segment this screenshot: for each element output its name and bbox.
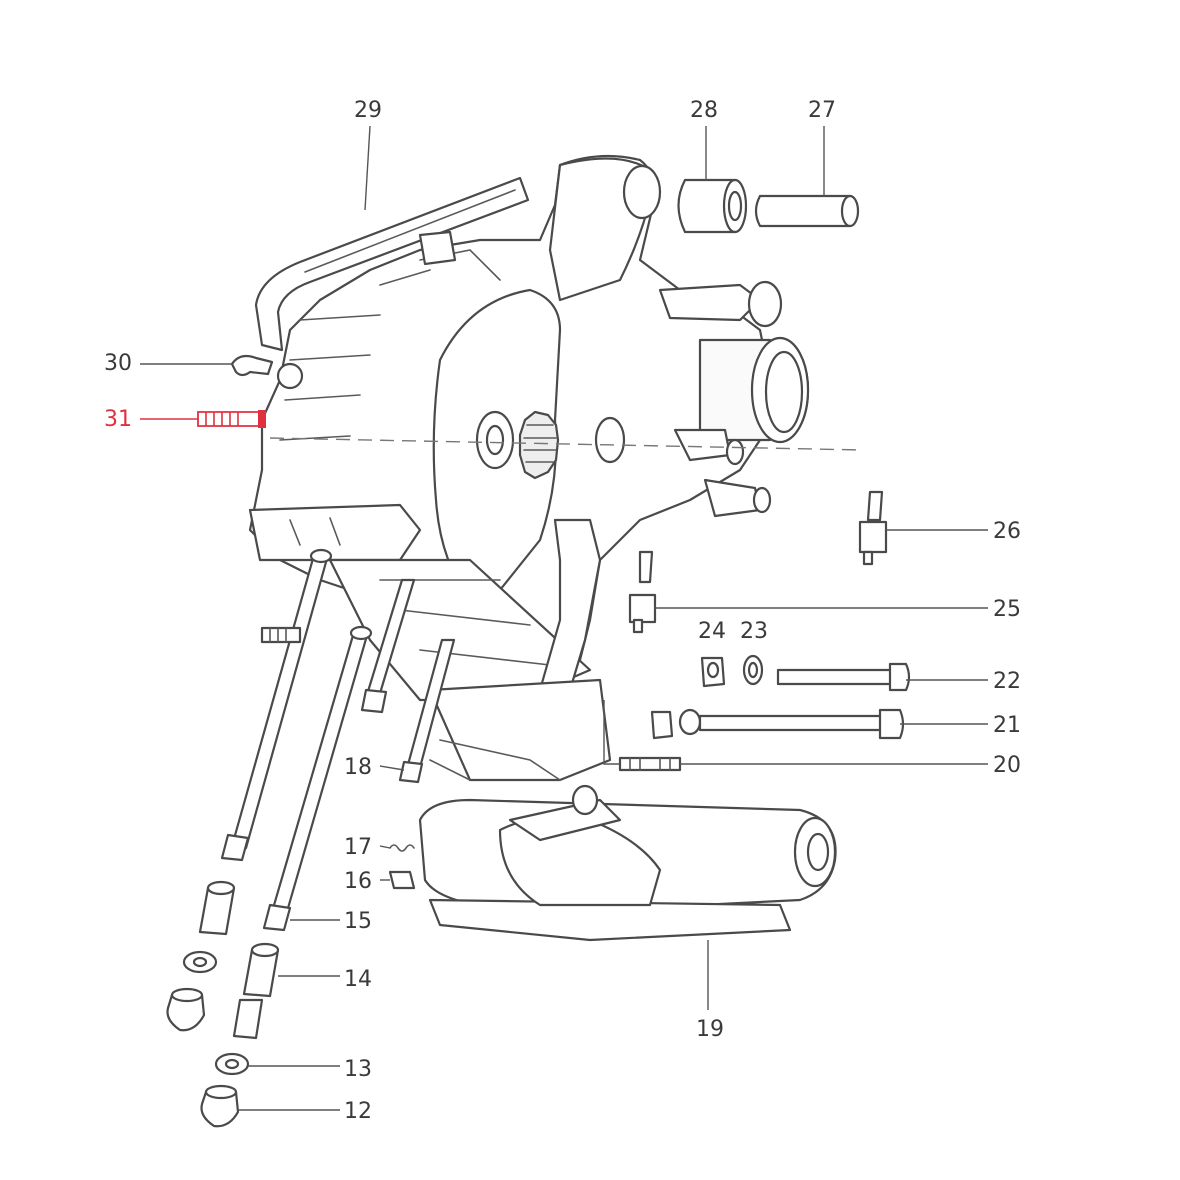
callout-23: 23 [740, 619, 768, 644]
capnut-12 [200, 1084, 240, 1128]
capnut-left [166, 987, 206, 1032]
bushing-28 [677, 178, 748, 234]
callout-25: 25 [993, 597, 1021, 622]
callout-22: 22 [993, 669, 1021, 694]
callout-labels: 29 28 27 30 31 26 25 24 23 22 21 20 18 1… [104, 98, 1021, 1124]
washer-left [182, 950, 218, 974]
callout-29: 29 [354, 98, 382, 123]
washer-23 [742, 654, 764, 686]
nut-16 [388, 870, 416, 890]
callout-20: 20 [993, 753, 1021, 778]
clip-25 [628, 550, 657, 634]
callout-19: 19 [696, 1017, 724, 1042]
callout-26: 26 [993, 519, 1021, 544]
sleeve-14 [242, 942, 280, 998]
callout-14: 14 [344, 967, 372, 992]
long-rod-right [262, 625, 373, 932]
nut-24 [700, 656, 726, 688]
callout-27: 27 [808, 98, 836, 123]
callout-24: 24 [698, 619, 726, 644]
stud-left [260, 626, 302, 644]
callout-21: 21 [993, 713, 1021, 738]
callout-12: 12 [344, 1099, 372, 1124]
clamp-30 [230, 354, 304, 390]
long-rod-left [220, 548, 333, 862]
callout-28: 28 [690, 98, 718, 123]
callout-15: 15 [344, 909, 372, 934]
spring-31 [197, 410, 266, 428]
leader-lines [140, 125, 988, 1111]
spring-17 [389, 844, 415, 852]
clip-26 [858, 490, 888, 566]
callout-17: 17 [344, 835, 372, 860]
callout-16: 16 [344, 869, 372, 894]
washer-13 [214, 1052, 250, 1076]
sleeve-left-1 [198, 880, 236, 936]
callout-18: 18 [344, 755, 372, 780]
bolt-22 [776, 662, 911, 692]
stud-20 [618, 756, 682, 772]
centerline [269, 437, 863, 451]
bolt-21 [650, 708, 905, 740]
callout-13: 13 [344, 1057, 372, 1082]
callout-31: 31 [104, 407, 132, 432]
pin-27 [754, 194, 860, 228]
crankcase-housing [248, 154, 810, 702]
short-rods [360, 578, 456, 784]
swingarm-19 [418, 678, 837, 942]
callout-30: 30 [104, 351, 132, 376]
frame-tube-29 [254, 176, 530, 352]
sleeve-14b [232, 998, 264, 1040]
drive-sprocket [518, 410, 560, 480]
